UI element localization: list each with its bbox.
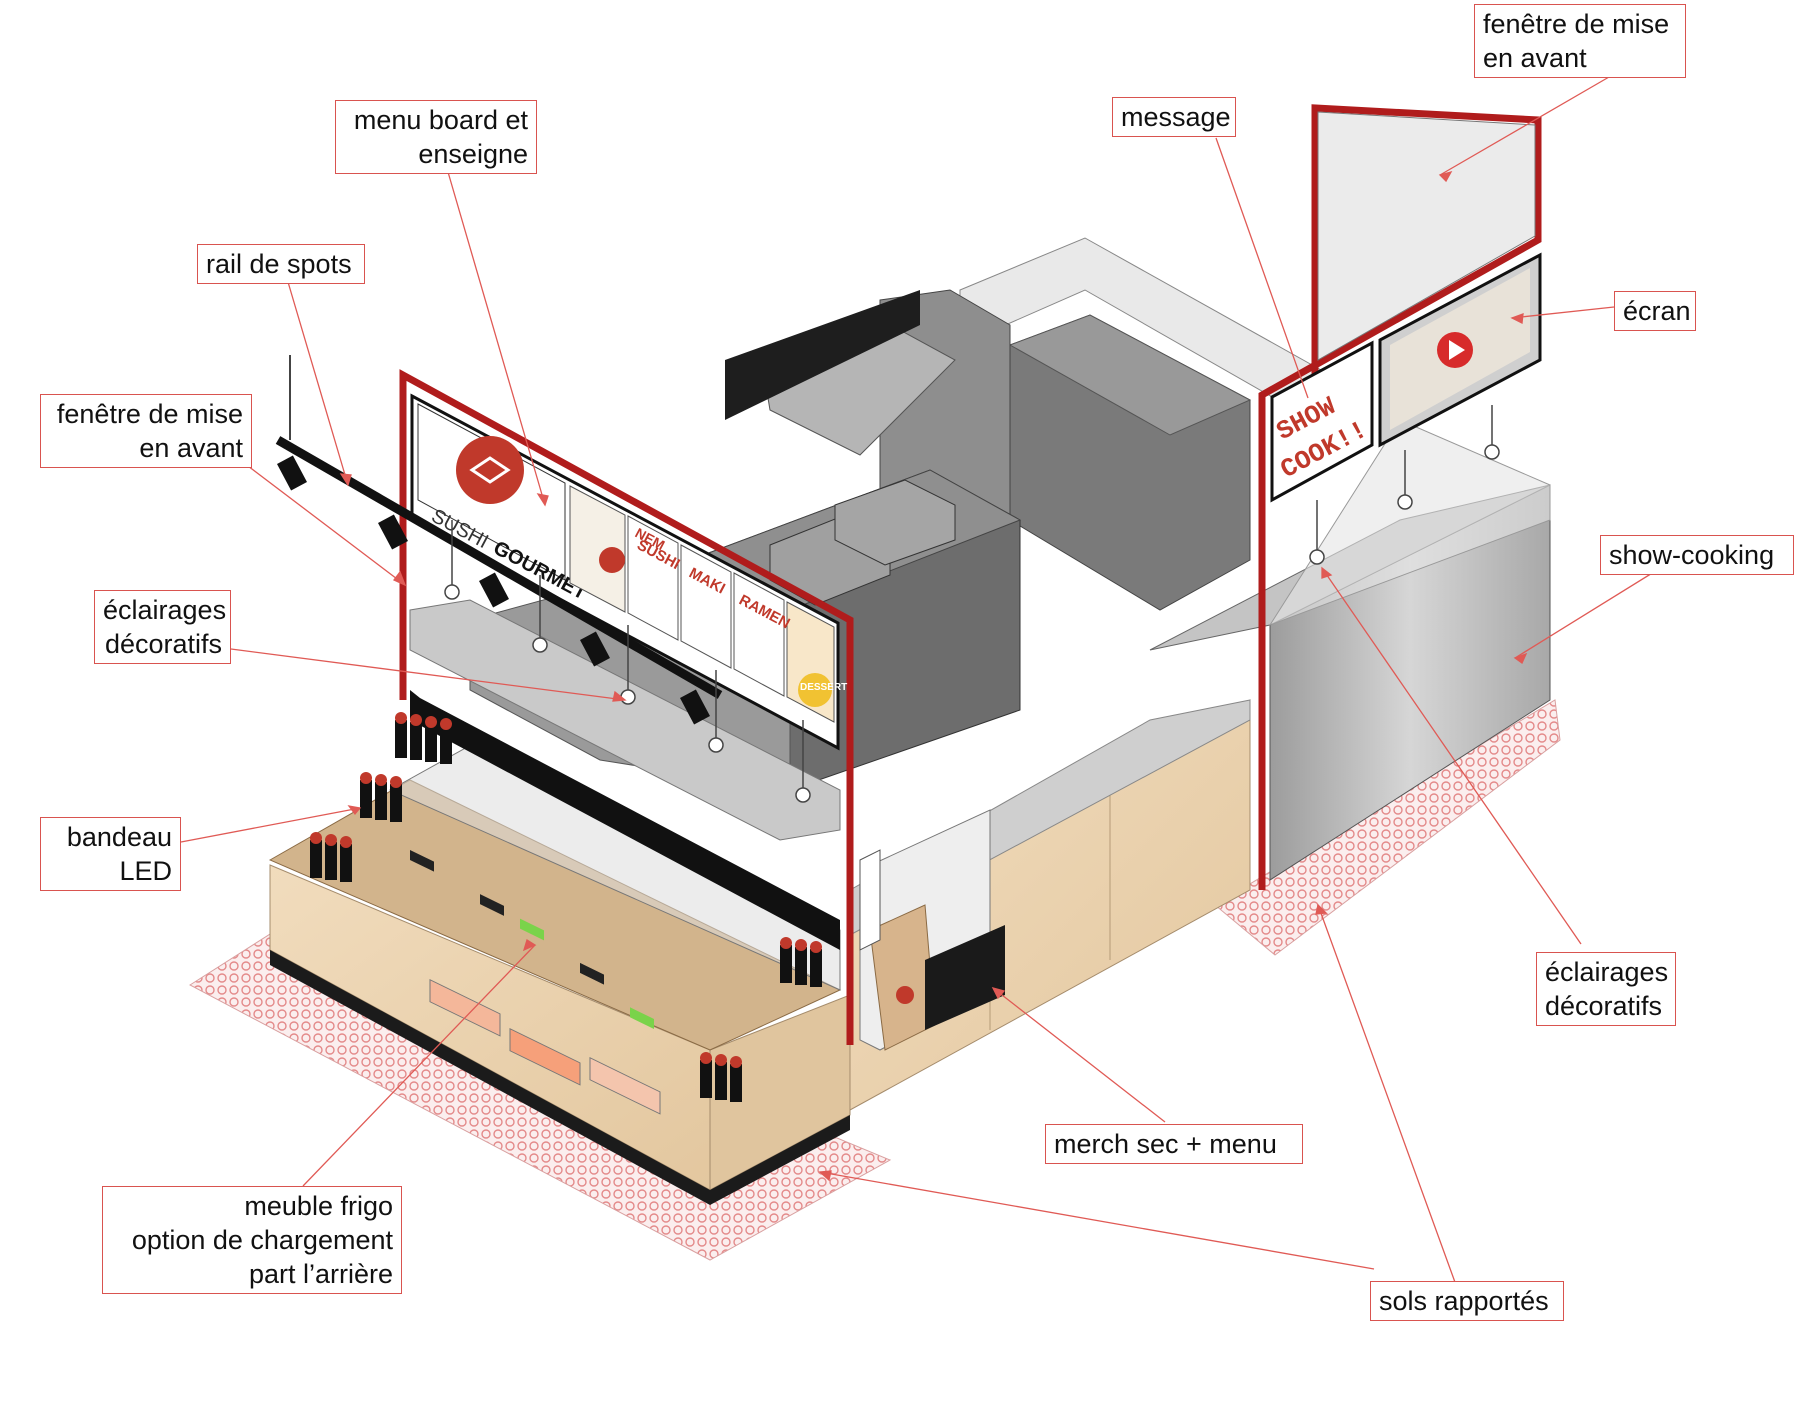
- label-line: rail de spots: [206, 249, 352, 279]
- label-menu-board: menu board et enseigne: [335, 100, 537, 174]
- label-line: bandeau: [66, 822, 172, 852]
- label-bandeau-led: bandeau LED: [40, 817, 181, 891]
- pendant-lamp-icon: [708, 737, 724, 753]
- label-line: sols rapportés: [1379, 1286, 1549, 1316]
- front-counter-top: [409, 599, 841, 841]
- label-fenetre-right: fenêtre de mise en avant: [1474, 4, 1686, 78]
- label-line: fenêtre de mise: [56, 399, 243, 429]
- label-line: éclairages: [1545, 957, 1669, 987]
- pendant-lamps-left: [444, 520, 811, 803]
- label-merch: merch sec + menu: [1045, 1124, 1303, 1164]
- pendant-lamps-right: [1309, 405, 1500, 565]
- pendant-lamp-icon: [620, 689, 636, 705]
- label-line: merch sec + menu: [1054, 1129, 1277, 1159]
- dessert-badge-icon: [798, 673, 832, 707]
- label-line: menu board et: [353, 105, 528, 135]
- pendant-lamp-icon: [1309, 549, 1325, 565]
- menu-panel-dessert: DESSERT: [800, 682, 847, 693]
- spot-light-icon: [580, 631, 610, 667]
- label-show-cooking: show-cooking: [1600, 535, 1794, 575]
- pendant-lamp-icon: [444, 584, 460, 600]
- label-line: fenêtre de mise: [1483, 9, 1670, 39]
- label-rail-spots: rail de spots: [197, 244, 365, 284]
- label-line: show-cooking: [1609, 540, 1775, 570]
- spot-light-icon: [378, 514, 408, 550]
- message-board: [1270, 340, 1374, 503]
- label-line: part l’arrière: [248, 1259, 393, 1289]
- show-cooking-glass: [1268, 419, 1551, 626]
- spot-light-icon: [479, 572, 509, 608]
- label-line: écran: [1623, 296, 1691, 326]
- brand-logo-icon: [456, 436, 524, 504]
- label-line: option de chargement: [131, 1225, 393, 1255]
- label-line: message: [1121, 102, 1231, 132]
- label-eclairages-right: éclairages décoratifs: [1536, 952, 1676, 1026]
- bag-logo-icon: [896, 986, 914, 1004]
- label-ecran: écran: [1614, 291, 1696, 331]
- label-line: LED: [119, 856, 172, 886]
- back-counter-top: [1008, 314, 1252, 436]
- right-red-frame: [1258, 104, 1542, 890]
- label-line: décoratifs: [1545, 991, 1663, 1021]
- menu-panels: [569, 485, 835, 723]
- led-band: [410, 690, 840, 950]
- griddle-2: [834, 479, 956, 566]
- label-line: en avant: [139, 433, 243, 463]
- nem-badge-icon: [599, 547, 625, 573]
- pendant-lamp-icon: [1397, 494, 1413, 510]
- pendant-lamp-icon: [532, 637, 548, 653]
- label-line: enseigne: [418, 139, 528, 169]
- pendant-lamp-icon: [795, 787, 811, 803]
- spot-rail: [275, 436, 723, 699]
- right-window-glass: [1317, 111, 1536, 361]
- label-fenetre-left: fenêtre de mise en avant: [40, 394, 252, 468]
- merch-menu-card: [859, 849, 881, 951]
- label-meuble-frigo: meuble frigo option de chargement part l…: [102, 1186, 402, 1294]
- merch-dark-bottles: [925, 925, 1005, 1030]
- sushi-trays: [410, 849, 661, 1115]
- spot-light-icon: [680, 689, 710, 725]
- sauce-bottles: [310, 712, 822, 1102]
- label-line: en avant: [1483, 43, 1587, 73]
- label-sols: sols rapportés: [1370, 1281, 1564, 1321]
- spot-lights: [277, 455, 710, 725]
- pendant-lamp-icon: [1484, 444, 1500, 460]
- label-line: meuble frigo: [244, 1191, 393, 1221]
- label-line: décoratifs: [104, 629, 222, 659]
- label-line: éclairages: [103, 595, 227, 625]
- label-message: message: [1112, 97, 1236, 137]
- label-eclairages-left: éclairages décoratifs: [94, 590, 231, 664]
- hood-black-panel: [725, 290, 920, 420]
- spot-light-icon: [277, 455, 307, 491]
- leader-lines: [180, 76, 1663, 1297]
